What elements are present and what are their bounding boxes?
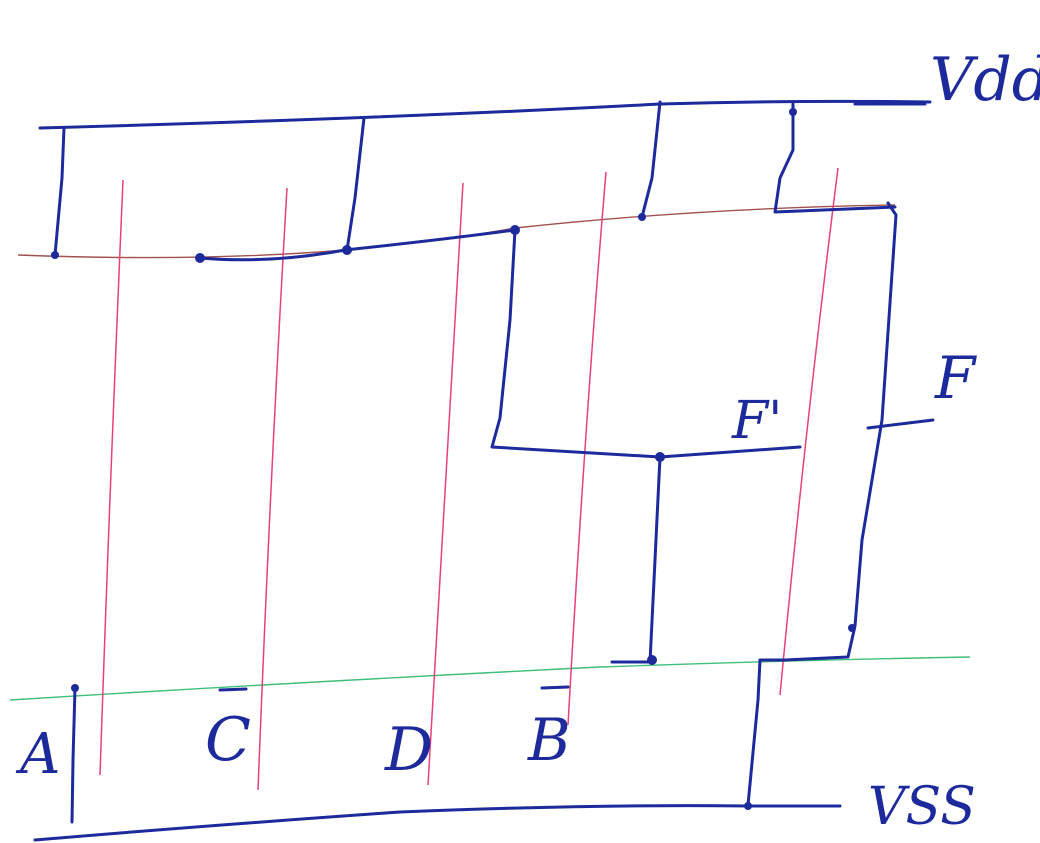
contact-dot xyxy=(195,253,205,263)
contact-dot xyxy=(638,213,646,221)
p-diffusion-strip xyxy=(17,204,896,259)
gate-line-d xyxy=(427,182,464,786)
input-label-c: C xyxy=(205,705,251,775)
contact-dot xyxy=(647,655,657,665)
inverter-vss xyxy=(746,658,762,807)
metal-wiring xyxy=(33,99,935,842)
input-label-d: D xyxy=(384,715,433,785)
input-label-a: A xyxy=(15,722,60,787)
n-diffusion-strip xyxy=(9,656,971,701)
contact-dot xyxy=(744,802,752,810)
vdd-drop-left xyxy=(53,126,66,257)
c-overbar xyxy=(218,687,248,692)
contact-dot xyxy=(848,624,856,632)
vdd-drop-right xyxy=(640,100,662,219)
contact-dot xyxy=(71,684,79,692)
inverter-vdd xyxy=(773,102,897,214)
contact-dot xyxy=(510,225,520,235)
vdd-drop-mid xyxy=(345,116,366,252)
vss-drop-a xyxy=(70,686,77,824)
vss-rail xyxy=(33,804,842,842)
f-label: F xyxy=(934,344,977,412)
b-overbar xyxy=(540,685,570,690)
contact-dot xyxy=(51,251,59,259)
vss-label: VSS xyxy=(868,777,976,837)
gate-line-a xyxy=(99,179,124,776)
vdd-label: Vdd xyxy=(930,45,1040,115)
f-output-tab xyxy=(866,418,935,430)
gate-line-c xyxy=(257,187,288,791)
contact-dot xyxy=(342,245,352,255)
pulldown-drop xyxy=(610,455,662,664)
output-net xyxy=(490,228,802,459)
gate-line-f-inv xyxy=(779,167,839,696)
contacts xyxy=(51,108,856,810)
contact-dot xyxy=(655,452,665,462)
gate-line-b xyxy=(567,171,607,726)
f-output-column xyxy=(758,201,898,662)
poly-gate-lines xyxy=(99,167,839,791)
f-prime-label: F' xyxy=(731,391,782,451)
contact-dot xyxy=(789,108,797,116)
input-label-b: B xyxy=(527,706,571,774)
vdd-rail xyxy=(38,99,932,130)
